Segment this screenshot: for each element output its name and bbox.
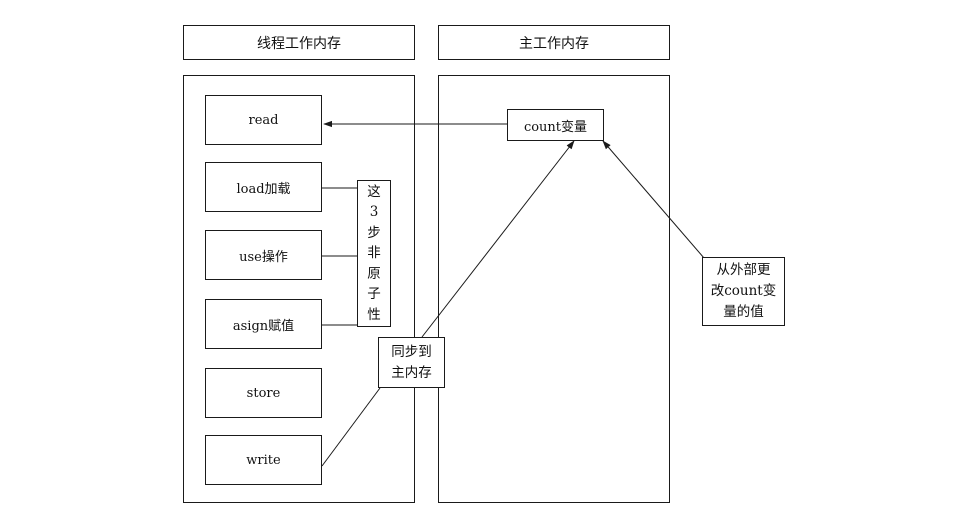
sync-note-line: 主内存 (391, 364, 432, 381)
non-atomic-note-char: 3 (369, 204, 379, 221)
non-atomic-note-char: 子 (367, 286, 381, 303)
non-atomic-note-char: 步 (367, 224, 381, 241)
non-atomic-note: 这 3 步 非 原 子 性 (357, 180, 391, 327)
non-atomic-note-char: 原 (367, 265, 381, 282)
step-read-label: read (248, 112, 279, 128)
thread-memory-header: 线程工作内存 (183, 25, 415, 60)
step-store-box: store (205, 368, 322, 418)
external-note-line: 改count变 (710, 283, 777, 299)
step-load-label: load加载 (236, 181, 291, 197)
count-variable-label: count变量 (523, 119, 588, 135)
non-atomic-note-char: 性 (367, 306, 381, 323)
external-note-line: 量的值 (723, 304, 764, 320)
sync-note-line: 同步到 (391, 343, 432, 360)
step-use-box: use操作 (205, 230, 322, 280)
step-write-box: write (205, 435, 322, 485)
step-store-label: store (246, 385, 281, 401)
step-asign-label: asign赋值 (232, 318, 295, 334)
step-asign-box: asign赋值 (205, 299, 322, 349)
external-change-note: 从外部更 改count变 量的值 (702, 257, 785, 326)
step-write-label: write (246, 452, 281, 468)
thread-memory-header-label: 线程工作内存 (257, 35, 341, 52)
step-load-box: load加载 (205, 162, 322, 212)
non-atomic-note-char: 这 (367, 183, 381, 200)
count-variable-box: count变量 (507, 109, 604, 141)
non-atomic-note-char: 非 (367, 245, 381, 262)
sync-to-main-note: 同步到 主内存 (378, 337, 445, 388)
step-read-box: read (205, 95, 322, 145)
external-note-line: 从外部更 (716, 262, 771, 278)
main-memory-header-label: 主工作内存 (519, 35, 589, 52)
step-use-label: use操作 (239, 249, 288, 265)
main-memory-header: 主工作内存 (438, 25, 670, 60)
